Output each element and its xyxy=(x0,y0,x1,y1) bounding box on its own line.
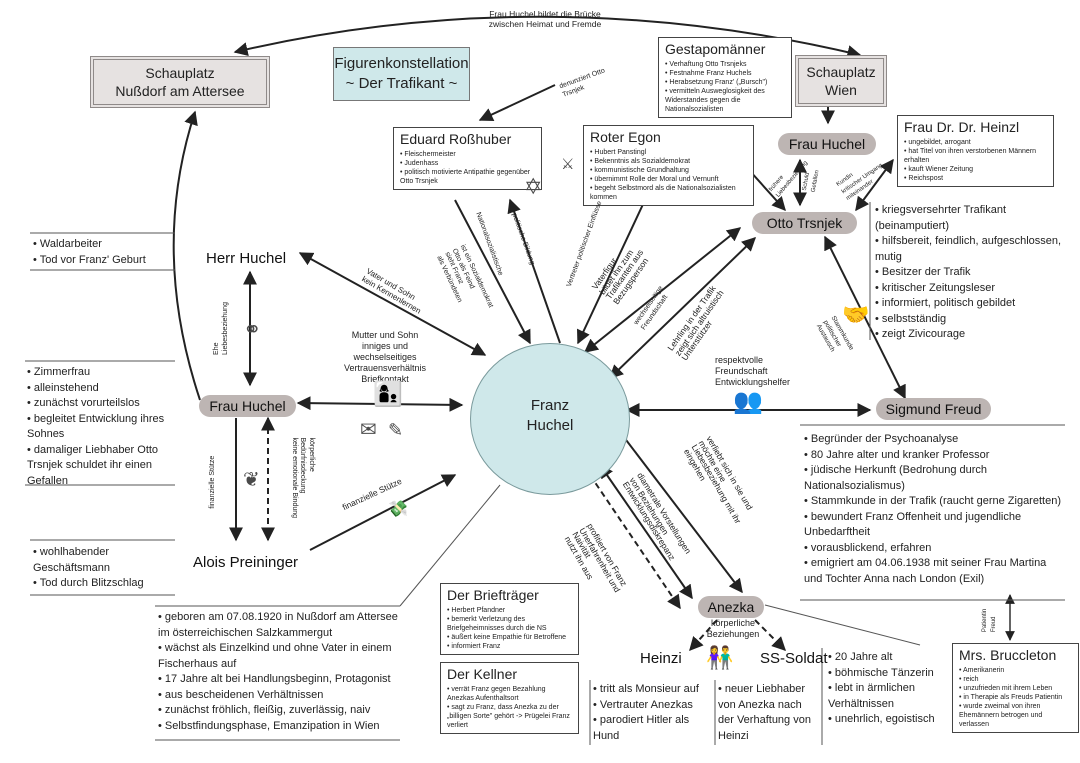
ss-soldat-notes: neuer Liebhaber von Anezka nach der Verh… xyxy=(718,682,818,744)
sigmund-freud-node[interactable]: Sigmund Freud xyxy=(876,398,991,420)
anezka-notes: 20 Jahre alt böhmische Tänzerin lebt in … xyxy=(828,650,948,728)
gestapo-box: Gestapomänner Verhaftung Otto Trsnjeks F… xyxy=(658,37,792,118)
diagram-title: Figurenkonstellation ~ Der Trafikant ~ xyxy=(333,47,470,101)
bridge-arc xyxy=(233,15,862,59)
ss-soldat-node[interactable]: SS-Soldat xyxy=(760,650,828,667)
freud-notes: Begründer der Psychoanalyse 80 Jahre alt… xyxy=(804,432,1066,587)
brieftraeger-box: Der Briefträger Herbert Pfandner bemerkt… xyxy=(440,583,579,655)
title-line-2: ~ Der Trafikant ~ xyxy=(345,75,458,92)
label-bruccleton-freud: Patientin Freud xyxy=(982,608,997,633)
label-anezka-rel: körperliche Beziehungen xyxy=(706,618,760,639)
label-mutter-sohn: Mutter und Sohn inniges und wechselseiti… xyxy=(343,330,427,384)
rings-icon: ⚭ xyxy=(243,317,262,342)
herr-huchel-notes: Waldarbeiter Tod vor Franz' Geburt xyxy=(33,237,178,268)
heinzi-node[interactable]: Heinzi xyxy=(640,650,682,667)
bruccleton-box: Mrs. Bruccleton Amerikanerin reich unzuf… xyxy=(952,643,1079,733)
conflict-icon: ⚔ xyxy=(561,156,575,173)
money-hand-icon: 💸 xyxy=(388,501,408,518)
otto-notes: kriegsversehrter Trafikant (beinamputier… xyxy=(875,203,1065,343)
label-respekt: respektvolle Freundschaft Entwicklungshe… xyxy=(715,355,791,387)
gestapo-list: Verhaftung Otto Trsnjeks Festnahme Franz… xyxy=(665,60,785,114)
couple-icon: 👫 xyxy=(706,645,734,670)
heinzi-notes: tritt als Monsieur auf Vertrauter Anezka… xyxy=(593,682,711,744)
place-nussdorf: Schauplatz Nußdorf am Attersee xyxy=(90,56,270,108)
heart-icon: ❦ xyxy=(243,469,260,491)
place-wien: Schauplatz Wien xyxy=(795,55,887,107)
label-koerperliche: körperliche Bedürfnisdeckung keine emoti… xyxy=(291,437,316,519)
document-icon: ✎ xyxy=(388,420,404,440)
alois-notes: wohlhabender Geschäftsmann Tod durch Bli… xyxy=(33,545,178,592)
mother-child-icon: 👩‍👦 xyxy=(373,381,403,408)
label-finanzielle-stuetze-vertical: finanzielle Stütze xyxy=(209,455,217,509)
frau-huchel-wien-node[interactable]: Frau Huchel xyxy=(778,133,876,155)
handshake-icon: 🤝 xyxy=(842,302,870,327)
label-ehe: Ehe Liebesbeziehung xyxy=(212,302,229,355)
title-line-1: Figurenkonstellation xyxy=(334,55,469,72)
franz-huchel-node[interactable]: Franz Huchel xyxy=(470,343,630,495)
star-of-david-icon: ✡ xyxy=(524,174,543,199)
frau-huchel-notes: Zimmerfrau alleinstehend zunächst vorurt… xyxy=(27,365,177,489)
anezka-node[interactable]: Anezka xyxy=(698,596,764,618)
alois-preininger-node[interactable]: Alois Preininger xyxy=(193,554,299,571)
franz-notes: geboren am 07.08.1920 in Nußdorf am Atte… xyxy=(158,610,403,734)
letter-icon: ✉ xyxy=(360,419,377,441)
otto-trsnjek-node[interactable]: Otto Trsnjek xyxy=(752,212,857,234)
teacher-icon: 👥 xyxy=(733,388,763,415)
herr-huchel-node[interactable]: Herr Huchel xyxy=(206,250,287,267)
bridge-label: Frau Huchel bildet die Brücke zwischen H… xyxy=(488,9,602,29)
heinzl-box: Frau Dr. Dr. Heinzl ungebildet, arrogant… xyxy=(897,115,1054,187)
roter-egon-box: Roter Egon Hubert Panstingl Bekenntnis a… xyxy=(583,125,754,206)
frau-huchel-node[interactable]: Frau Huchel xyxy=(199,395,296,417)
rosshuber-box: Eduard Roßhuber Fleischermeister Judenha… xyxy=(393,127,542,190)
kellner-box: Der Kellner verrät Franz gegen Bezahlung… xyxy=(440,662,579,734)
